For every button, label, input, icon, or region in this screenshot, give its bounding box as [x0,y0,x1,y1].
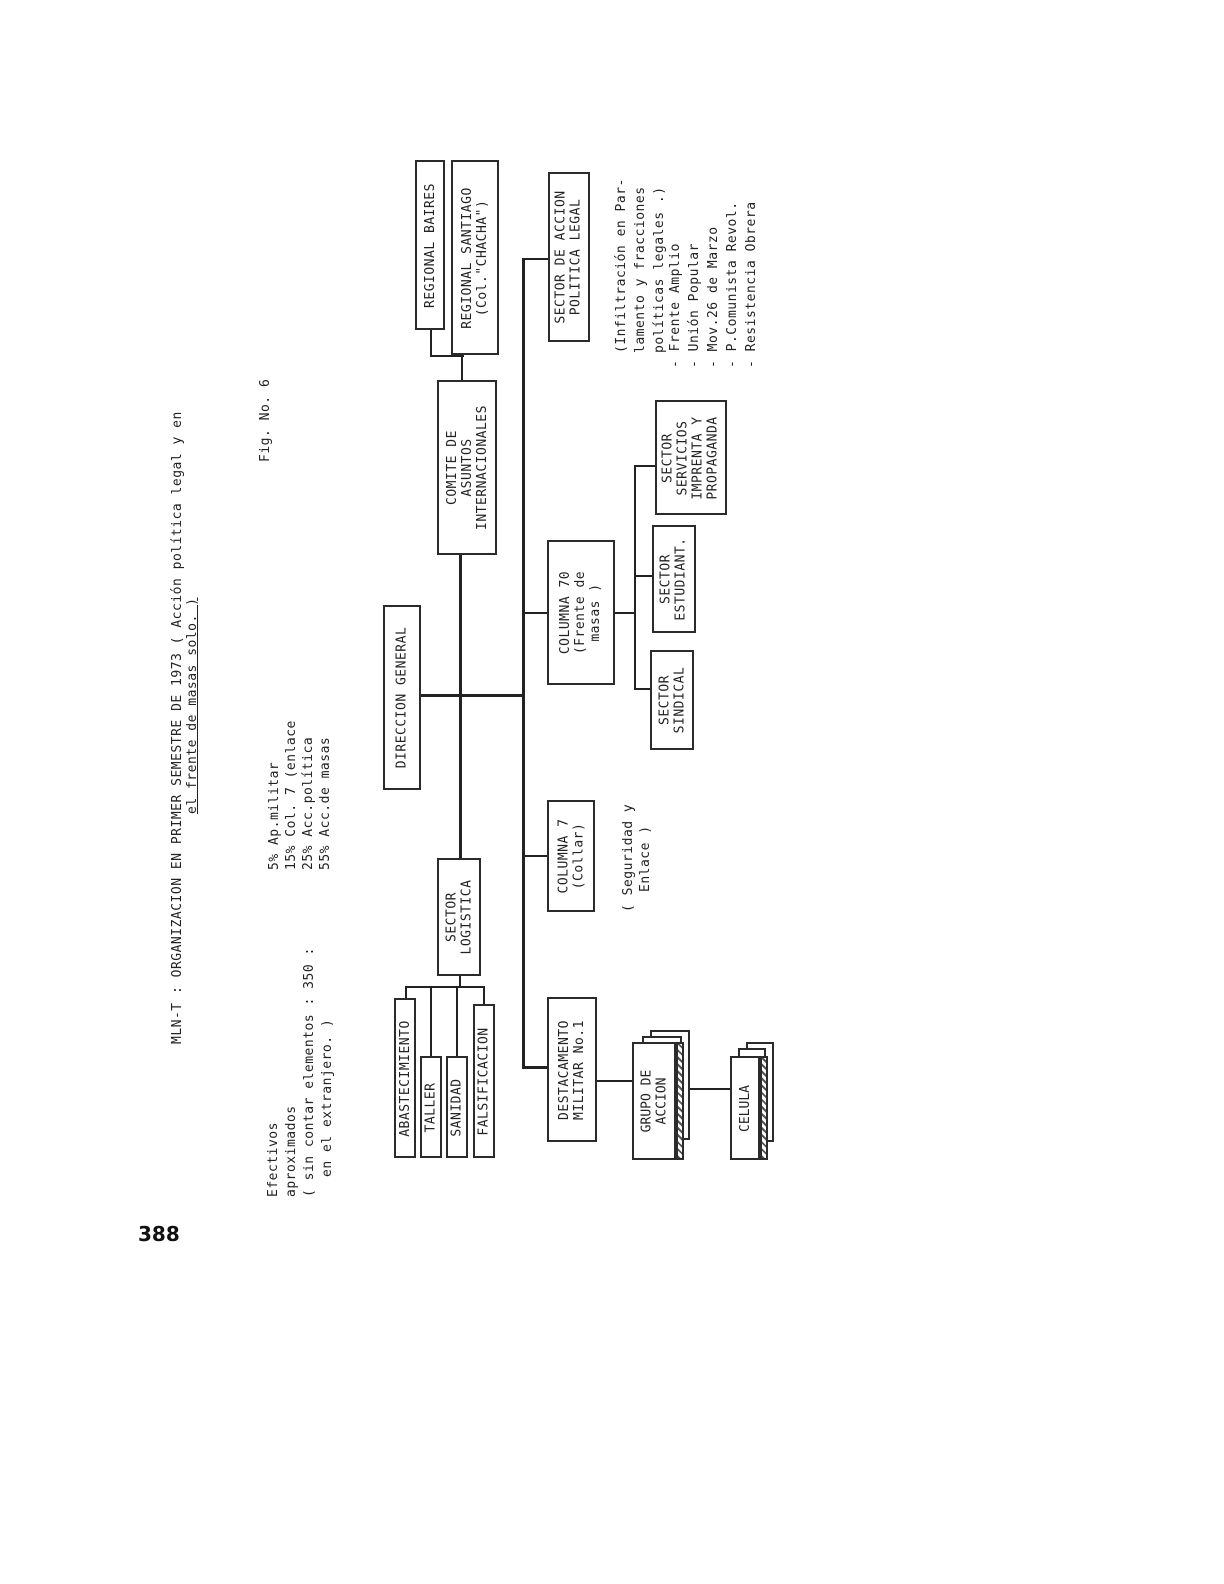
connector [634,465,636,690]
box-comite-asuntos-internacionales: COMITE DE ASUNTOS INTERNACIONALES [437,380,497,555]
box-sector-sindical: SECTOR SINDICAL [650,650,694,750]
box-abastecimiento: ABASTECIMIENTO [394,998,416,1158]
connector [522,258,525,1068]
connector [420,694,524,697]
fronts-list: - Frente Amplio - Unión Popular - Mov.26… [668,201,759,368]
box-direccion-general: DIRECCION GENERAL [383,605,421,790]
box-regional-santiago: REGIONAL SANTIAGO (Col."CHACHA") [451,160,499,355]
page-number: 388 [138,1222,180,1246]
box-columna-7: COLUMNA 7 (Collar) [547,800,595,912]
box-taller: TALLER [420,1056,442,1158]
celula-label: CELULA [737,1084,753,1132]
grupo-accion-stack: GRUPO DE ACCION [632,1030,692,1165]
connector [405,986,407,1000]
efectivos-text: Efectivos aproximados ( sin contar eleme… [266,947,335,1197]
connector [456,986,458,1056]
box-regional-baires: REGIONAL BAIRES [415,160,445,330]
connector [522,612,548,614]
connector [405,986,485,988]
connector [634,465,656,467]
connector [634,575,652,577]
connector [459,555,462,860]
connector [597,1080,635,1082]
box-sector-estudiant: SECTOR ESTUDIANT. [652,525,696,633]
box-falsificacion: FALSIFICACION [473,1004,495,1158]
connector [430,355,464,357]
chart-title: MLN-T : ORGANIZACION EN PRIMER SEMESTRE … [170,404,230,1044]
connector [522,1066,548,1069]
box-sector-accion-politica-legal: SECTOR DE ACCION POLITICA LEGAL [548,172,590,342]
title-line-2: el frente de masas solo. ) [185,597,200,815]
accion-note: (Infiltración en Par- lamento y fraccion… [614,178,667,353]
connector [461,355,463,381]
grupo-accion-label: GRUPO DE ACCION [639,1069,669,1133]
connector [690,1088,732,1090]
title-line-1: MLN-T : ORGANIZACION EN PRIMER SEMESTRE … [170,411,185,1044]
connector [634,688,650,690]
box-destacamento-militar: DESTACAMENTO MILITAR No.1 [547,997,597,1142]
connector [459,975,461,987]
figure-label: Fig. No. 6 [258,378,273,462]
box-sanidad: SANIDAD [446,1056,468,1158]
connector [430,330,432,357]
connector [522,258,548,260]
efectivos-breakdown: 5% Ap.militar 15% Col. 7 (enlace 25% Acc… [267,720,333,870]
connector [430,986,432,1056]
box-columna-70: COLUMNA 70 (Frente de masas ) [547,540,615,685]
box-sector-logistica: SECTOR LOGISTICA [437,858,481,976]
connector [615,612,635,614]
connector [483,986,485,1006]
celula-stack: CELULA [730,1042,776,1160]
columna7-note: ( Seguridad y Enlace ) [621,803,653,912]
box-sector-servicios: SECTOR SERVICIOS IMPRENTA Y PROPAGANDA [655,400,727,515]
connector [522,855,548,857]
